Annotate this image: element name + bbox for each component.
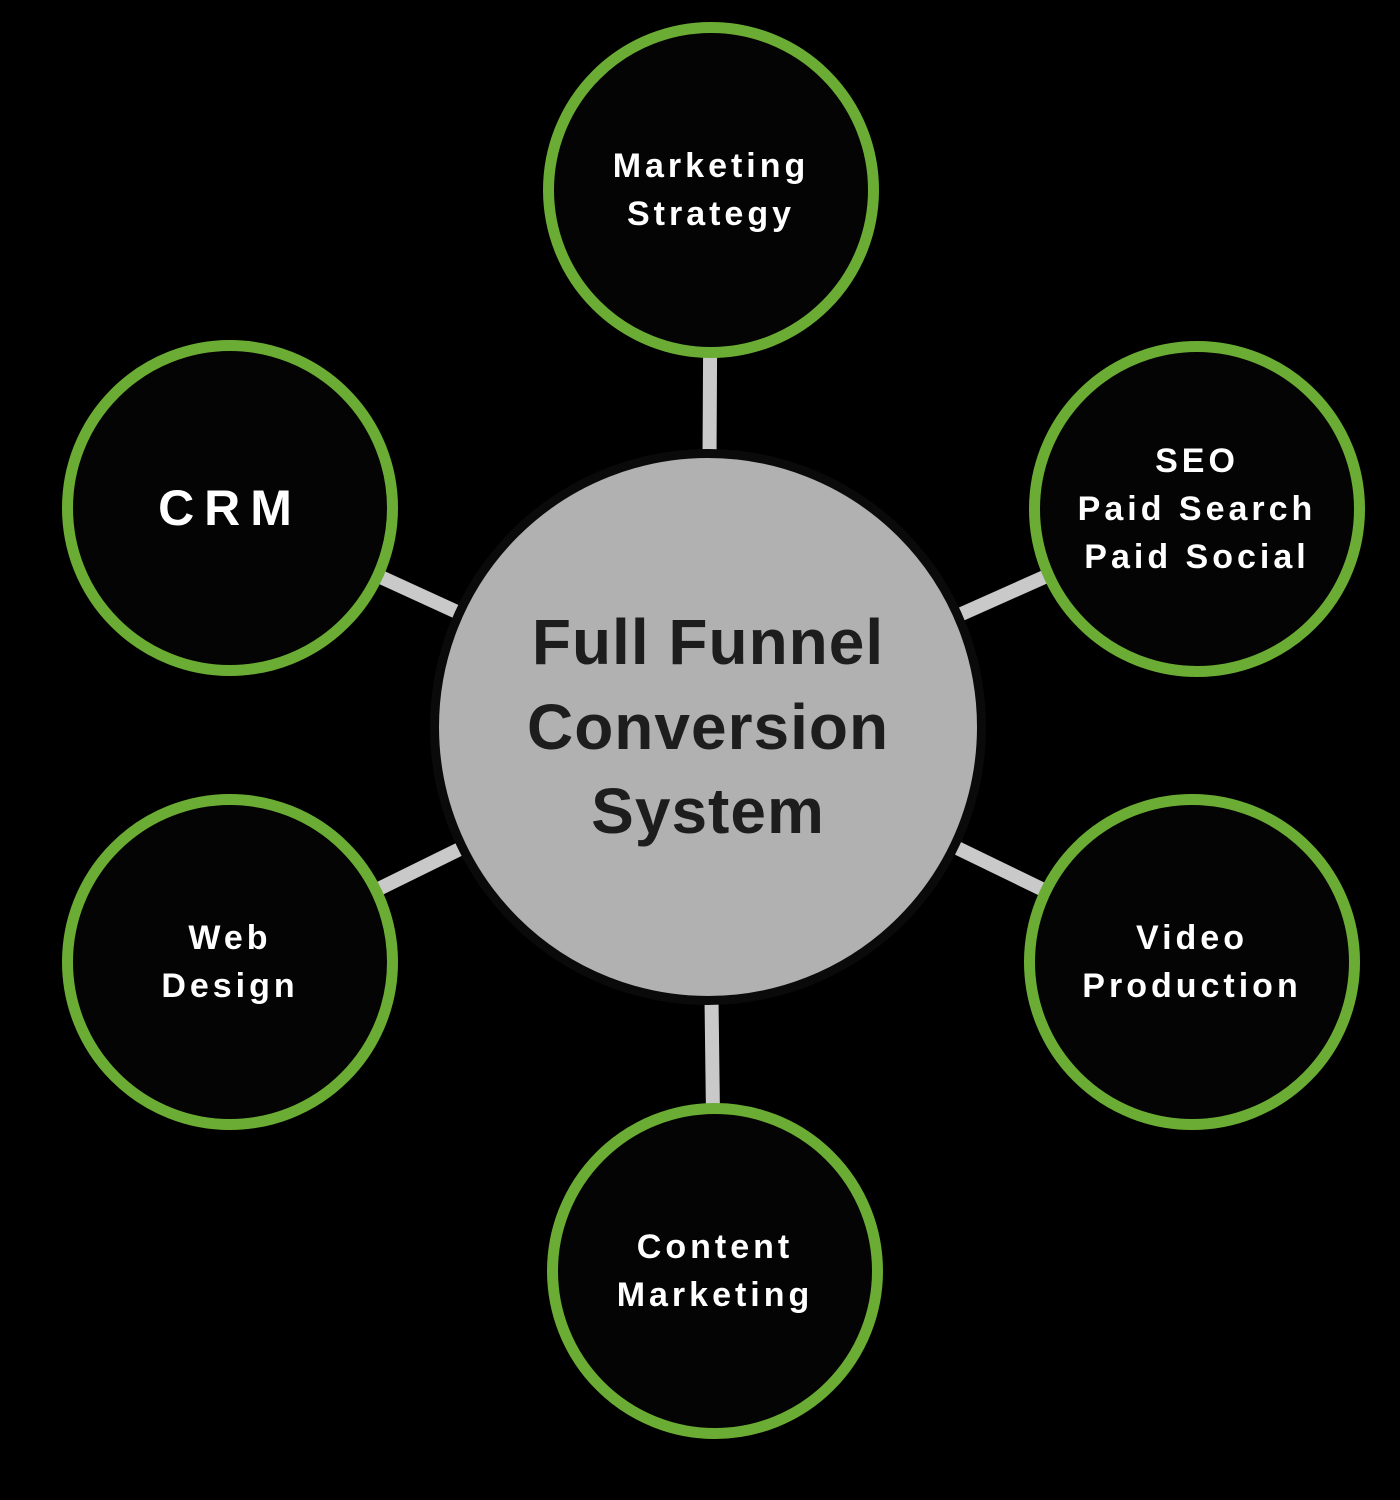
- node-label-video-production: Video Production: [1082, 918, 1302, 1005]
- node-crm: CRM: [62, 340, 398, 676]
- node-label-content-marketing: Content Marketing: [616, 1227, 814, 1314]
- node-content-marketing: Content Marketing: [547, 1103, 883, 1439]
- hub-label: Full Funnel Conversion System: [526, 606, 890, 848]
- node-label-marketing-strategy: Marketing Strategy: [612, 146, 810, 233]
- node-seo-paid-search-paid-social: SEO Paid Search Paid Social: [1029, 341, 1365, 677]
- node-label-crm: CRM: [158, 479, 302, 536]
- node-web-design: Web Design: [62, 794, 398, 1130]
- hub-circle-full-funnel-conversion-system: Full Funnel Conversion System: [430, 449, 986, 1005]
- node-label-web-design: Web Design: [161, 918, 299, 1005]
- node-label-seo-paid-search-paid-social: SEO Paid Search Paid Social: [1077, 441, 1317, 577]
- node-marketing-strategy: Marketing Strategy: [543, 22, 879, 358]
- node-video-production: Video Production: [1024, 794, 1360, 1130]
